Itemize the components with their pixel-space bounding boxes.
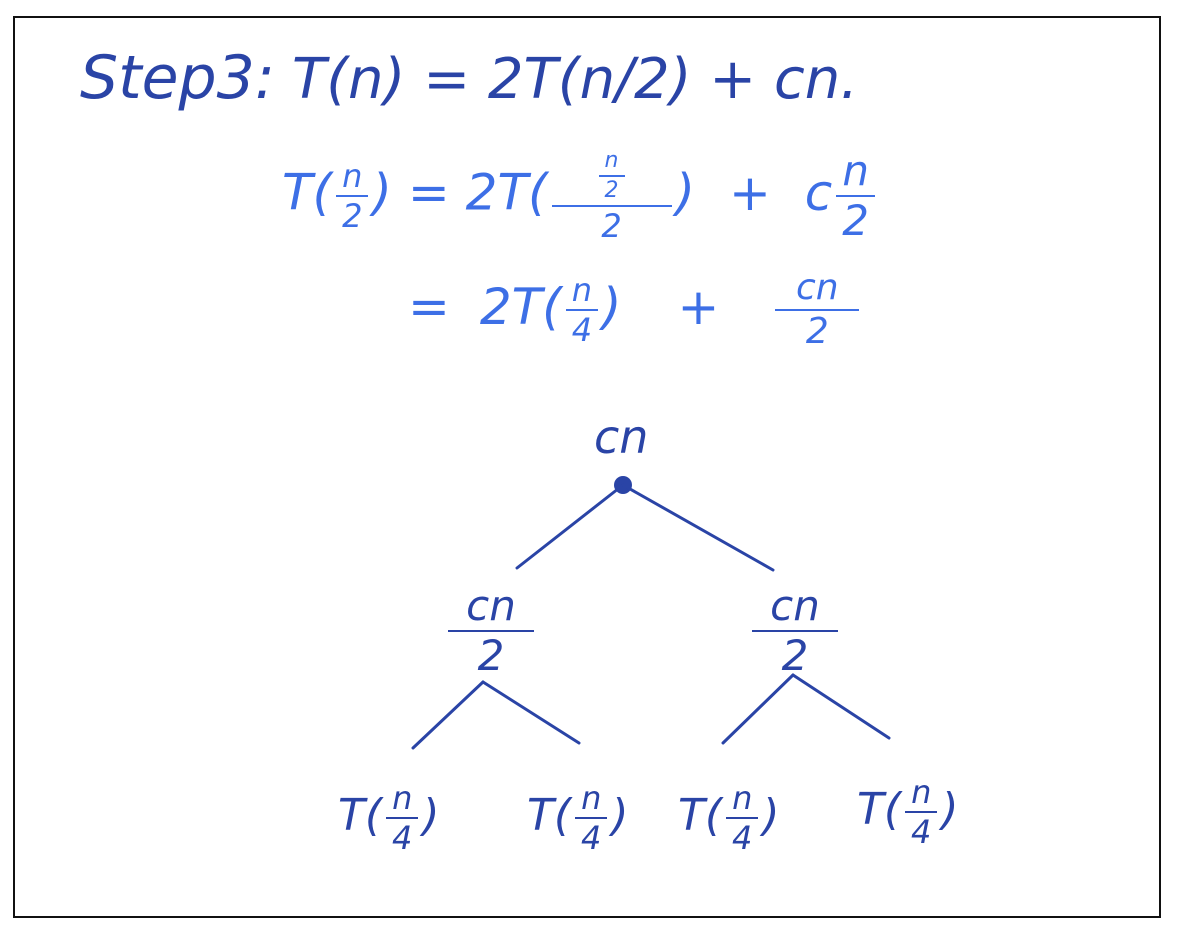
leaf-2-num: n [581, 779, 602, 817]
line2-c-num: n [842, 146, 869, 195]
tree-root: cn [594, 410, 649, 464]
leaf-1-prefix: T( [338, 790, 383, 841]
leaf-1-num: n [392, 779, 413, 817]
leaf-2-prefix: T( [527, 790, 572, 841]
right-child-den: 2 [781, 631, 809, 680]
edge-left-leaf2 [481, 680, 581, 745]
line2-lhs-prefix: T( [282, 163, 333, 222]
step-label: Step3: [80, 43, 275, 113]
line2-rhs-inner-num: n [604, 148, 619, 173]
recurrence-equation: T(n) = 2T(n/2) + cn. [292, 47, 859, 112]
line3-prefix: 2T( [479, 277, 562, 336]
line2-c: c [804, 163, 833, 222]
line3-cn-den: 2 [805, 311, 829, 352]
left-child-den: 2 [477, 631, 505, 680]
line3-plus: + [677, 277, 720, 336]
line2-lhs-num: n [342, 157, 363, 195]
left-child-num: cn [466, 581, 516, 630]
leaf-1-suffix: ) [422, 790, 440, 841]
leaf-3-den: 4 [732, 819, 753, 857]
leaf-4-suffix: ) [941, 784, 959, 835]
leaf-4-num: n [911, 773, 932, 811]
whiteboard [13, 16, 1161, 918]
line2-rhs-inner-den: 2 [604, 178, 619, 203]
line3-num: n [571, 271, 592, 309]
leaf-3-num: n [732, 779, 753, 817]
edge-root-left [515, 483, 625, 570]
line3-equals: = [408, 277, 450, 336]
line3-suffix: ) [602, 277, 622, 336]
line2-equals: = [407, 163, 450, 222]
leaf-2-den: 4 [581, 819, 602, 857]
line2-rhs-suffix: ) [675, 163, 696, 222]
leaf-3-prefix: T( [678, 790, 723, 841]
line3-cn-num: cn [795, 267, 839, 308]
line2-rhs-prefix: 2T( [465, 163, 548, 222]
leaf-4-den: 4 [911, 813, 932, 851]
edge-left-leaf1 [411, 680, 485, 750]
right-child-num: cn [770, 581, 820, 630]
edge-root-right [621, 483, 775, 572]
line3-den: 4 [571, 311, 593, 349]
line2-plus: + [728, 163, 771, 222]
line2-lhs-den: 2 [342, 197, 363, 235]
leaf-2-suffix: ) [611, 790, 629, 841]
leaf-4-prefix: T( [857, 784, 902, 835]
leaf-1-den: 4 [392, 819, 413, 857]
line2-c-den: 2 [842, 196, 869, 245]
edge-right-leaf3 [721, 673, 795, 745]
edge-right-leaf4 [791, 673, 891, 740]
line2-lhs-suffix: ) [372, 163, 392, 222]
leaf-3-suffix: ) [762, 790, 780, 841]
line2-rhs-outer-den: 2 [601, 207, 622, 245]
